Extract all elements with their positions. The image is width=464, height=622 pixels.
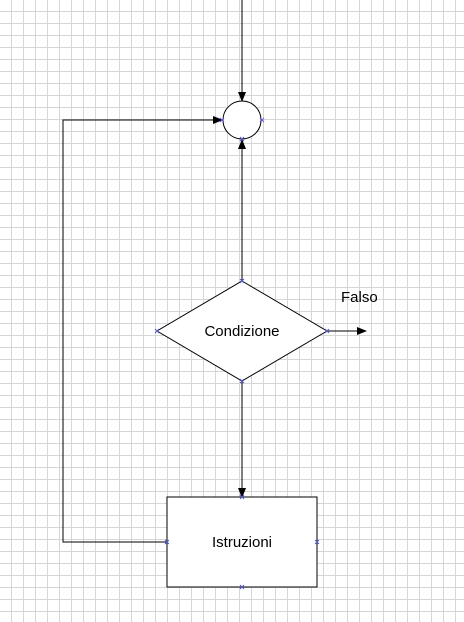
junction-node[interactable] <box>222 100 262 140</box>
connection-point-junction-left <box>219 117 225 123</box>
connection-point-box-left <box>164 539 170 545</box>
connection-point-box-bottom <box>239 584 245 590</box>
connection-point-diamond-right <box>324 328 330 334</box>
connection-point-junction-bottom <box>239 136 245 142</box>
connection-point-diamond-left <box>154 328 160 334</box>
false-label: Falso <box>341 289 378 306</box>
connection-point-box-top <box>239 494 245 500</box>
connection-point-junction-right <box>259 117 265 123</box>
loop-back-arrow <box>62 116 223 543</box>
connection-point-diamond-top <box>239 278 245 284</box>
statements-label: Istruzioni <box>212 534 272 551</box>
condition-label: Condizione <box>204 323 279 340</box>
connection-points <box>154 117 330 590</box>
connection-point-diamond-bottom <box>239 378 245 384</box>
connection-point-box-right <box>314 539 320 545</box>
